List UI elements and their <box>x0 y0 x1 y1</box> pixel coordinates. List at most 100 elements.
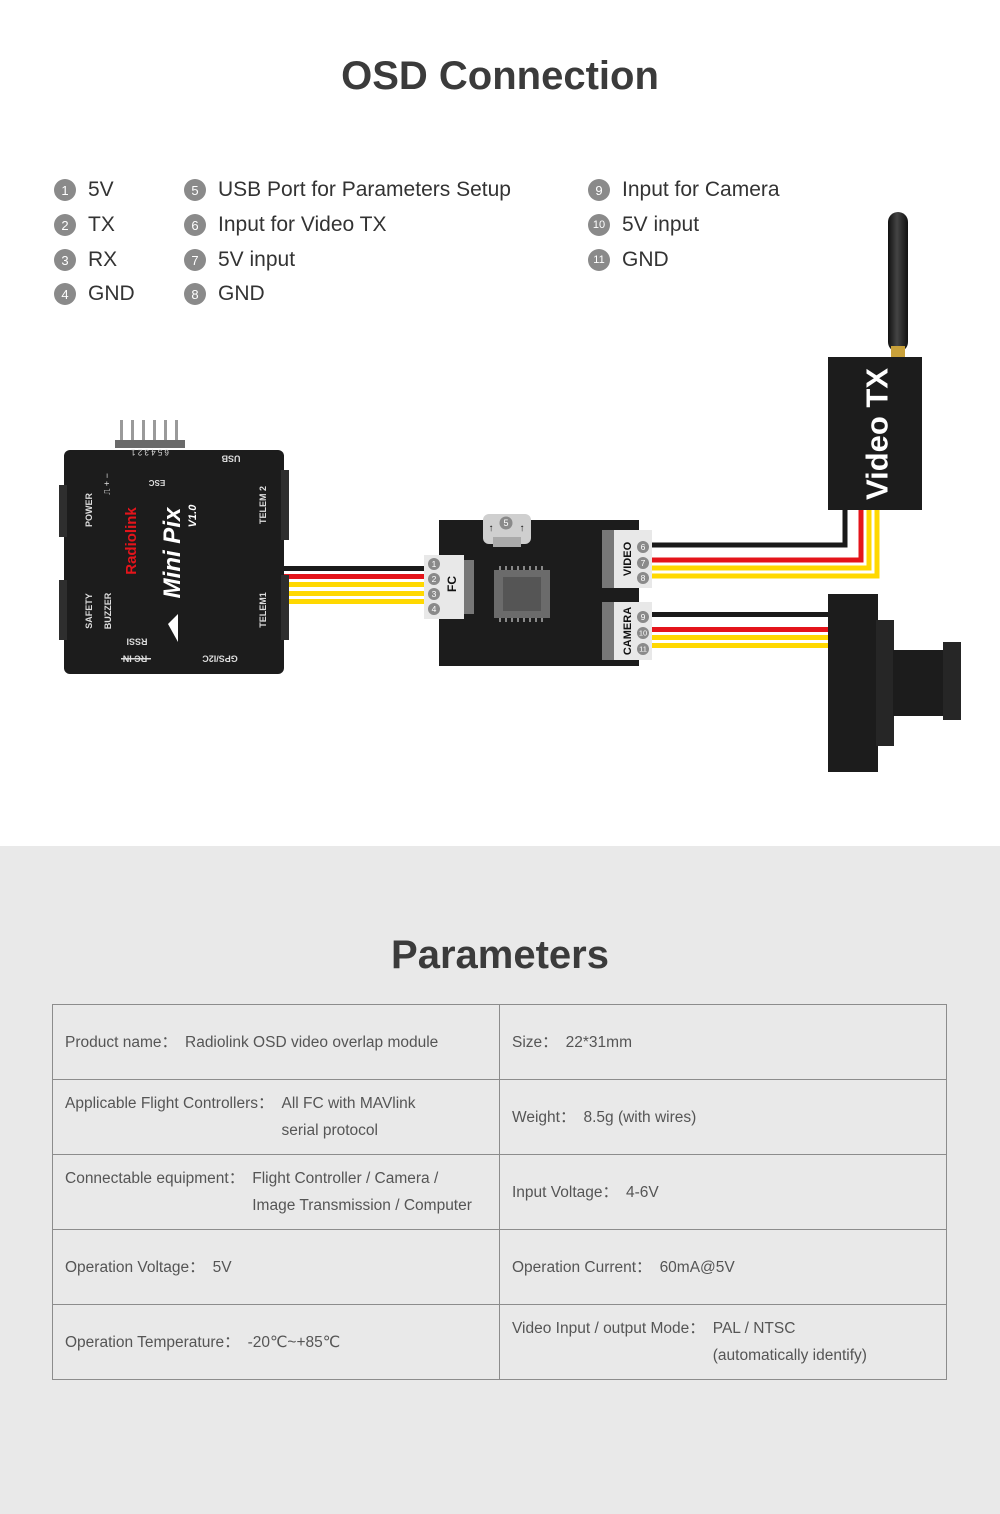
legend-item: 3 RX <box>54 247 117 273</box>
legend-number: 10 <box>588 214 610 236</box>
legend-item: 1 5V <box>54 177 114 203</box>
param-value: -20℃~+85℃ <box>247 1333 341 1351</box>
legend-label: 5V input <box>218 248 296 271</box>
param-label: Applicable Flight Controllers： <box>65 1095 274 1112</box>
legend-item: 2 TX <box>54 212 115 238</box>
legend-label: 5V <box>88 178 114 201</box>
fc-rc-in-label: RC IN <box>123 654 148 664</box>
fc-esc-label: ESC <box>149 478 166 487</box>
param-label: Product name： <box>65 1033 177 1051</box>
fc-buzzer-label: BUZZER <box>103 592 113 629</box>
param-label: Video Input / output Mode： <box>512 1320 705 1337</box>
fc-telem1-label: TELEM1 <box>258 592 268 628</box>
video-connector-label: VIDEO <box>622 541 634 576</box>
legend-number: 11 <box>588 249 610 271</box>
param-label: Size： <box>512 1033 558 1051</box>
fc-arrow-icon <box>168 614 178 642</box>
wire-yellow <box>282 591 430 596</box>
legend-item: 9 Input for Camera <box>588 177 780 203</box>
param-label: Weight： <box>512 1108 576 1126</box>
legend-label: Input for Video TX <box>218 213 387 236</box>
legend-number: 4 <box>54 283 76 305</box>
wire-black <box>282 566 430 571</box>
wire-yellow <box>650 643 830 648</box>
param-label: Operation Current： <box>512 1258 652 1276</box>
fc-model-name: Mini Pix <box>159 506 186 598</box>
usb-pin-mark: ↑ <box>489 523 494 534</box>
camera-pin-number: 9 <box>641 612 646 622</box>
legend-label: TX <box>88 213 115 236</box>
wire-gap <box>650 508 855 555</box>
param-label: Operation Temperature： <box>65 1333 240 1351</box>
table-row: Operation Temperature： -20℃~+85℃ Video In… <box>52 1304 947 1380</box>
wire-yellow <box>282 582 430 587</box>
legend-label: Input for Camera <box>622 178 780 201</box>
fc-pin-number: 4 <box>432 604 437 614</box>
table-cell: Operation Current：60mA@5V <box>499 1229 947 1305</box>
table-row: Connectable equipment： Flight Controller … <box>52 1154 947 1230</box>
fc-safety-label: SAFETY <box>84 593 94 629</box>
param-value: 8.5g (with wires) <box>583 1108 697 1126</box>
legend-label: 5V input <box>622 213 700 236</box>
fc-power-label: POWER <box>84 493 94 528</box>
wire-yellow <box>282 599 430 604</box>
connection-diagram: 6 5 4 3 2 1 ESC ⎍ + − USB POWER SAFETY B… <box>59 212 961 772</box>
legend-label: GND <box>622 248 669 271</box>
antenna-icon <box>888 212 908 352</box>
legend-item: 5 USB Port for Parameters Setup <box>184 177 511 203</box>
video-transmitter: Video TX <box>828 212 922 510</box>
osd-module: 5 ↑ ↑ 1 2 3 4 FC VIDEO 6 7 8 <box>424 514 652 666</box>
legend-item: 8 GND <box>184 281 265 307</box>
legend-item: 6 Input for Video TX <box>184 212 387 238</box>
legend-number: 2 <box>54 214 76 236</box>
param-value: Radiolink OSD video overlap module <box>185 1033 439 1051</box>
camera-icon <box>828 594 961 772</box>
param-value: All FC with MAVlink serial protocol <box>281 1095 416 1139</box>
legend-number: 7 <box>184 249 206 271</box>
flight-controller-board: 6 5 4 3 2 1 ESC ⎍ + − USB POWER SAFETY B… <box>59 420 289 674</box>
osd-title: OSD Connection <box>341 54 659 98</box>
camera-pin-number: 11 <box>639 645 647 654</box>
legend-label: RX <box>88 248 118 271</box>
table-cell: Operation Temperature： -20℃~+85℃ <box>52 1304 500 1380</box>
wire-yellow <box>650 508 880 579</box>
wire-black <box>650 612 830 617</box>
table-row: Applicable Flight Controllers： All FC wit… <box>52 1079 947 1155</box>
video-pin-number: 7 <box>641 558 646 568</box>
wire-black <box>650 508 848 548</box>
legend-item: 4 GND <box>54 281 135 307</box>
param-value: 22*31mm <box>565 1033 632 1051</box>
table-cell: Applicable Flight Controllers： All FC wit… <box>52 1079 500 1155</box>
legend-number: 1 <box>54 179 76 201</box>
fc-pin-numbers: 6 5 4 3 2 1 <box>131 447 169 456</box>
table-cell: Operation Voltage：5V <box>52 1229 500 1305</box>
param-value: 5V <box>212 1258 232 1276</box>
table-cell: Video Input / output Mode： PAL / NTSC (au… <box>499 1304 947 1380</box>
video-tx-label: Video TX <box>860 368 895 500</box>
video-tx-body <box>828 357 922 510</box>
param-value: Flight Controller / Camera / Image Trans… <box>252 1170 472 1214</box>
video-pin-number: 8 <box>641 573 646 583</box>
wire-red <box>650 508 864 563</box>
table-row: Product name： Radiolink OSD video overlap… <box>52 1004 947 1080</box>
legend-number: 6 <box>184 214 206 236</box>
wire-red <box>282 574 430 579</box>
parameters-table: Product name： Radiolink OSD video overlap… <box>52 1004 947 1380</box>
legend-number: 9 <box>588 179 610 201</box>
legend-number: 5 <box>184 179 206 201</box>
fc-brand-logo: Radiolink <box>123 507 140 575</box>
param-value: PAL / NTSC (automatically identify) <box>712 1320 867 1364</box>
fc-esc-symbols: ⎍ + − <box>102 473 112 495</box>
table-cell: Product name： Radiolink OSD video overlap… <box>52 1004 500 1080</box>
legend-number: 3 <box>54 249 76 271</box>
wire-red <box>650 627 830 632</box>
video-pin-number: 6 <box>641 542 646 552</box>
param-label: Connectable equipment： <box>65 1170 245 1187</box>
legend-label: USB Port for Parameters Setup <box>218 178 511 201</box>
usb-pin-mark: ↑ <box>520 523 525 534</box>
legend-item: 7 5V input <box>184 247 295 273</box>
wire-yellow <box>650 508 872 571</box>
parameters-title: Parameters <box>391 933 609 977</box>
camera-connector-label: CAMERA <box>622 607 634 655</box>
wire-gap <box>650 620 830 625</box>
